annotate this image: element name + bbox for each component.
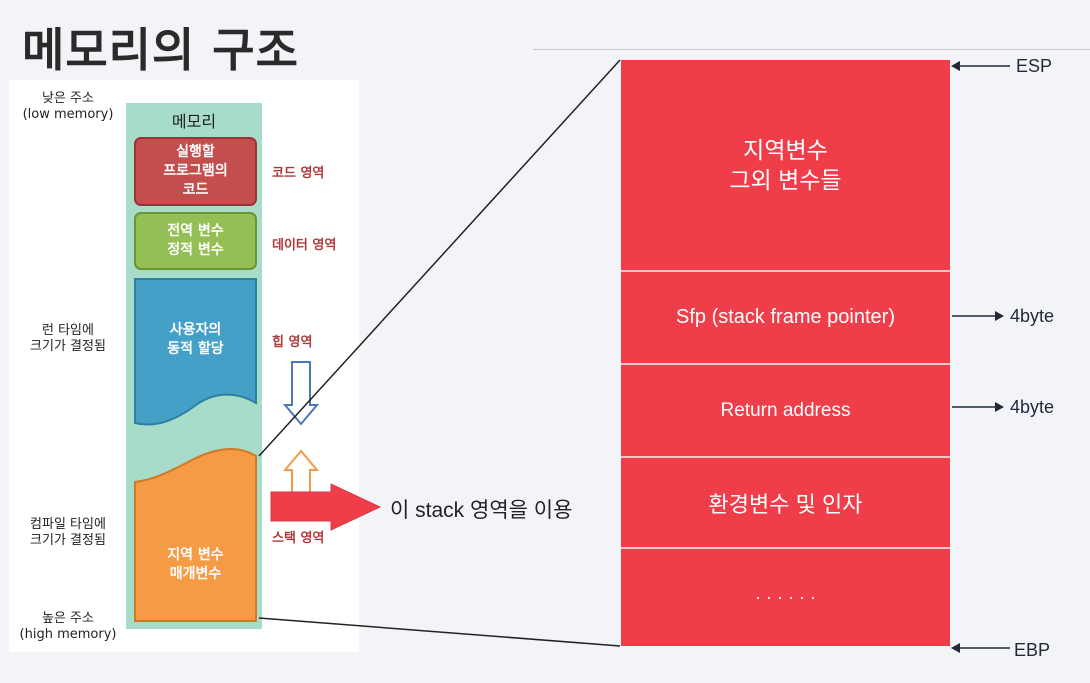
stack-cell-divider — [621, 547, 950, 549]
low-address-text: 낮은 주소 — [42, 91, 94, 106]
runtime-note: 런 타임에 크기가 결정됨 — [14, 323, 122, 355]
runtime-note-line1: 런 타임에 — [42, 323, 94, 338]
data-segment-label: 데이터 영역 — [272, 238, 337, 253]
title-divider — [533, 49, 1090, 50]
esp-label: ESP — [1016, 56, 1053, 76]
stack-cell-return: Return address — [621, 365, 950, 456]
heap-block-line1: 사용자의 — [169, 322, 222, 338]
heap-growth-arrow — [282, 361, 320, 426]
memory-column-title: 메모리 — [171, 112, 217, 131]
high-address-sub: (high memory) — [19, 627, 117, 642]
low-address-label: 낮은 주소 (low memory) — [18, 91, 118, 123]
usage-label: 이 stack 영역을 이용 — [390, 499, 573, 522]
heap-block-line2: 동적 할당 — [167, 341, 224, 357]
compile-note-line1: 컴파일 타임에 — [30, 517, 106, 532]
stack-block-line1: 지역 변수 — [167, 547, 224, 563]
stack-cell-env: 환경변수 및 인자 — [621, 458, 950, 547]
stack-cell-divider — [621, 456, 950, 458]
heap-block-label: 사용자의 동적 할당 — [135, 300, 256, 380]
zoom-line-top — [258, 59, 621, 457]
sfp-size-label: 4byte — [1010, 306, 1055, 326]
locals-line2: 그외 변수들 — [729, 167, 842, 193]
code-segment-label: 코드 영역 — [272, 166, 325, 181]
data-block: 전역 변수 정적 변수 — [134, 212, 257, 270]
stack-cell-divider — [621, 363, 950, 365]
code-block-line2: 프로그램의 — [163, 163, 228, 179]
code-block-line1: 실행할 — [176, 144, 215, 160]
code-block-line3: 코드 — [182, 182, 209, 198]
stack-cell-more: · · · · · · — [621, 549, 950, 646]
stack-block-line2: 매개변수 — [169, 566, 222, 582]
stack-segment-label: 스택 영역 — [272, 531, 325, 546]
stack-cell-divider — [621, 270, 950, 272]
runtime-note-line2: 크기가 결정됨 — [30, 339, 106, 354]
code-block: 실행할 프로그램의 코드 — [134, 137, 257, 206]
ret-size-label: 4byte — [1010, 397, 1055, 417]
high-address-label: 높은 주소 (high memory) — [14, 611, 122, 643]
data-block-line2: 정적 변수 — [167, 242, 224, 258]
usage-arrow — [270, 483, 382, 531]
zoom-line-bottom — [258, 617, 621, 647]
high-address-text: 높은 주소 — [42, 611, 94, 626]
heap-segment-label: 힙 영역 — [272, 335, 313, 350]
page-title: 메모리의 구조 — [22, 23, 299, 77]
stack-block-label: 지역 변수 매개변수 — [135, 520, 256, 610]
locals-line1: 지역변수 — [743, 137, 828, 163]
low-address-sub: (low memory) — [22, 107, 114, 122]
stack-cell-sfp: Sfp (stack frame pointer) — [621, 272, 950, 363]
heap-block — [134, 278, 257, 426]
ebp-label: EBP — [1014, 640, 1051, 660]
stack-block — [134, 448, 257, 622]
compile-note: 컴파일 타임에 크기가 결정됨 — [14, 517, 122, 549]
stack-cell-locals: 지역변수 그외 변수들 — [621, 60, 950, 270]
compile-note-line2: 크기가 결정됨 — [30, 533, 106, 548]
data-block-line1: 전역 변수 — [167, 223, 224, 239]
